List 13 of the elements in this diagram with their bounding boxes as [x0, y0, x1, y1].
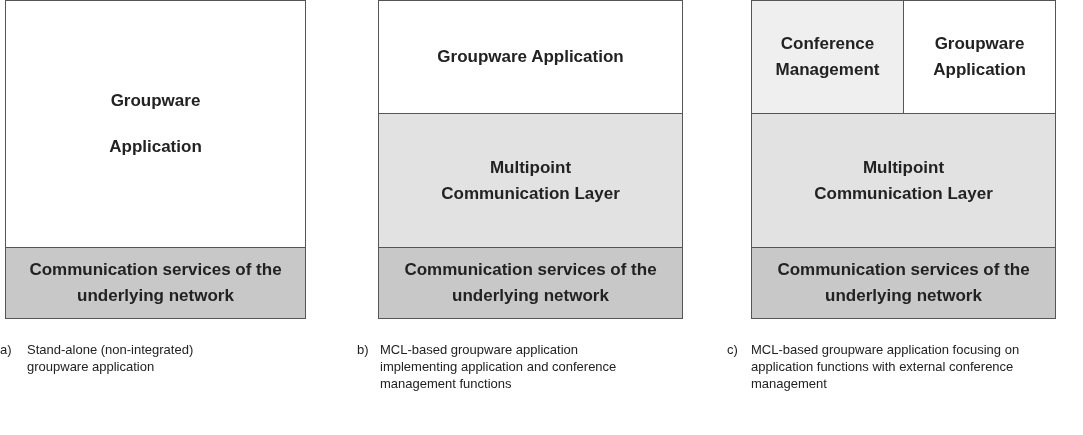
figure-caption: Stand-alone (non-integrated) groupware application [27, 341, 195, 375]
caption-letter: a) [0, 341, 13, 358]
stack-layer: Conference Management [751, 0, 904, 114]
figure-caption: MCL-based groupware application implementing application and conference management functions [380, 341, 618, 392]
stack-layer: Multipoint Communication Layer [751, 113, 1056, 248]
figure-caption: MCL-based groupware application focusing on application functions with external conference management [751, 341, 1021, 392]
stack-layer: Communication services of the underlying network [751, 247, 1056, 319]
stack-layer: Communication services of the underlying network [5, 247, 306, 319]
stack-layer: Groupware Application [378, 0, 683, 114]
stack-layer: Communication services of the underlying network [378, 247, 683, 319]
stack-layer: Groupware Application [903, 0, 1056, 114]
stack-layer: Multipoint Communication Layer [378, 113, 683, 248]
stack-layer: Groupware Application [5, 0, 306, 248]
